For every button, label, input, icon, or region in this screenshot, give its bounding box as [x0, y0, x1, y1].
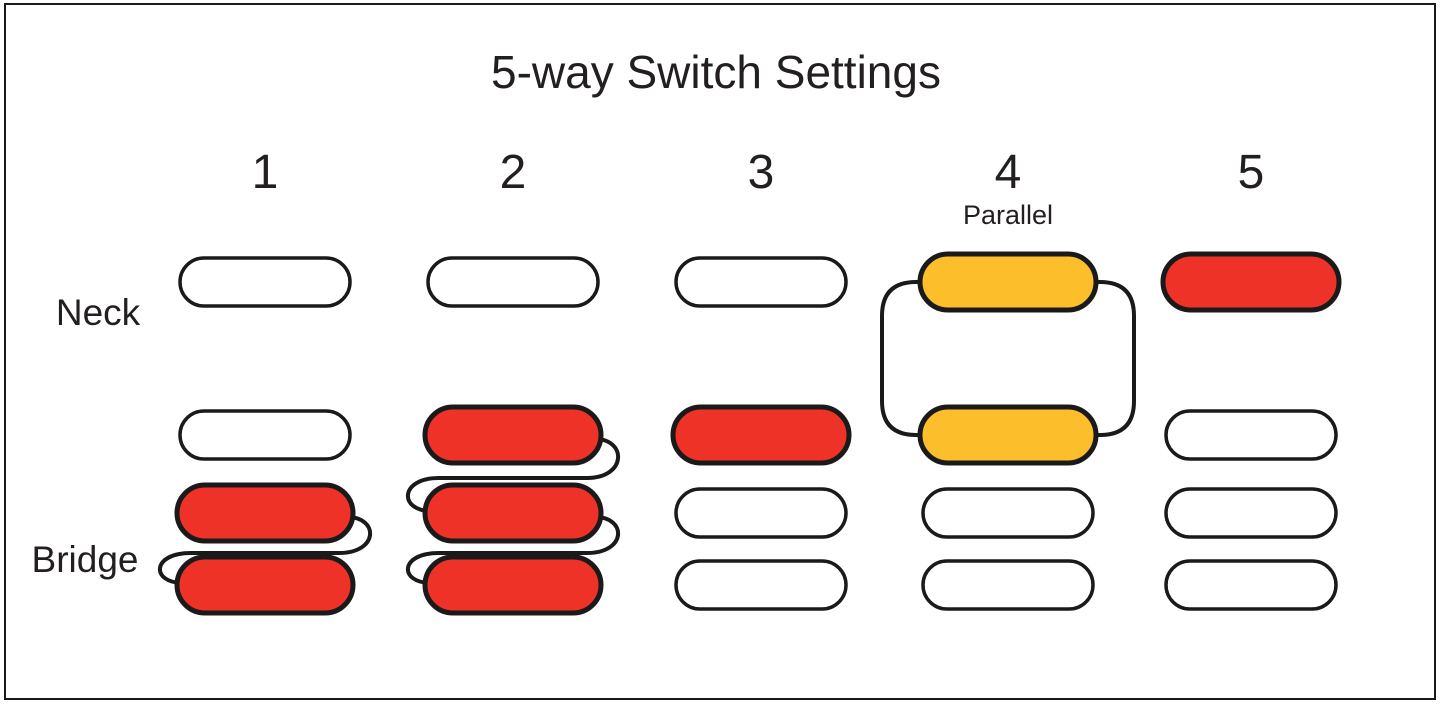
page-title: 5-way Switch Settings [491, 46, 941, 98]
pickup-coil-2-1-inactive[interactable] [426, 256, 600, 308]
pickup-coil-3-3-inactive[interactable] [674, 487, 848, 539]
pickup-coil-3-1-inactive[interactable] [674, 256, 848, 308]
pickup-coil-3-4-inactive[interactable] [674, 559, 848, 611]
series-wire-3-4 [157, 515, 373, 585]
pickup-coil-4-1-active[interactable] [917, 251, 1099, 313]
row-label-bridge: Bridge [32, 539, 139, 580]
column-header-1: 1 [252, 146, 279, 199]
pickup-coil-1-1-inactive[interactable] [178, 256, 352, 308]
series-wire-2-3 [405, 437, 621, 513]
pickup-coil-2-4-active[interactable] [422, 554, 604, 616]
pickup-coil-2-2-active[interactable] [422, 404, 604, 466]
switch-position-5[interactable]: 5 [1160, 146, 1342, 611]
series-wire-3-4 [405, 515, 621, 585]
pickup-coil-5-3-inactive[interactable] [1164, 487, 1338, 539]
pickup-coil-2-3-active[interactable] [422, 482, 604, 544]
column-header-5: 5 [1238, 146, 1265, 199]
pickup-coil-1-2-inactive[interactable] [178, 409, 352, 461]
pickup-coil-5-4-inactive[interactable] [1164, 559, 1338, 611]
column-header-2: 2 [500, 146, 527, 199]
column-header-4: 4 [995, 146, 1022, 199]
column-header-3: 3 [748, 146, 775, 199]
switch-position-3[interactable]: 3 [670, 146, 852, 611]
pickup-coil-1-3-active[interactable] [174, 482, 356, 544]
row-label-neck: Neck [56, 292, 141, 333]
switch-position-1[interactable]: 1 [157, 146, 373, 616]
pickup-coil-4-2-active[interactable] [917, 404, 1099, 466]
pickup-coil-4-4-inactive[interactable] [921, 559, 1095, 611]
pickup-coil-1-4-active[interactable] [174, 554, 356, 616]
parallel-wire-right [1088, 280, 1136, 437]
switch-position-2[interactable]: 2 [405, 146, 621, 616]
pickup-coil-3-2-active[interactable] [670, 404, 852, 466]
pickup-coil-5-1-active[interactable] [1160, 251, 1342, 313]
pickup-coil-5-2-inactive[interactable] [1164, 409, 1338, 461]
pickup-coil-4-3-inactive[interactable] [921, 487, 1095, 539]
column-sublabel-4: Parallel [963, 200, 1053, 230]
parallel-wire-left [880, 280, 928, 437]
